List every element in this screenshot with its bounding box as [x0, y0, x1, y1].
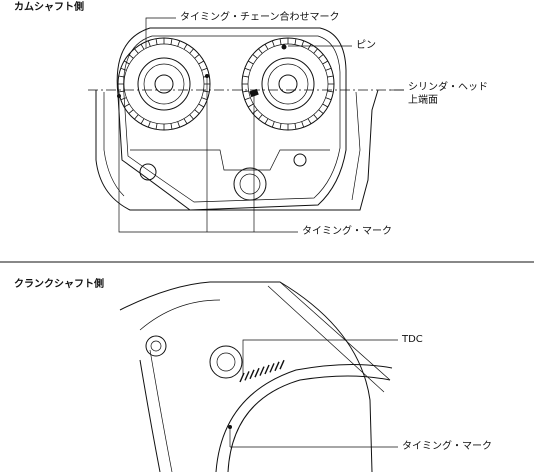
tdc-label: TDC — [402, 334, 423, 345]
bottom-timing-mark-label: タイミング・マーク — [402, 441, 492, 452]
left-cam-sprocket — [117, 37, 211, 131]
pin-label: ピン — [356, 40, 376, 51]
timing-chain-mark-label: タイミング・チェーン合わせマーク — [180, 12, 340, 23]
crank-block-outline — [119, 281, 373, 472]
crankshaft-section-title: クランクシャフト側 — [14, 279, 104, 290]
crank-pulley — [227, 375, 391, 472]
tdc-scale — [239, 359, 285, 383]
cylinder-head-label-2: 上端面 — [408, 95, 438, 106]
top-timing-mark-label: タイミング・マーク — [302, 226, 392, 237]
cylinder-head-label-1: シリンダ・ヘッド — [408, 82, 488, 93]
timing-chain — [116, 27, 347, 211]
camshaft-section-title: カムシャフト側 — [14, 2, 84, 13]
right-cam-sprocket — [241, 37, 335, 131]
cylinder-head-outline — [95, 89, 379, 211]
